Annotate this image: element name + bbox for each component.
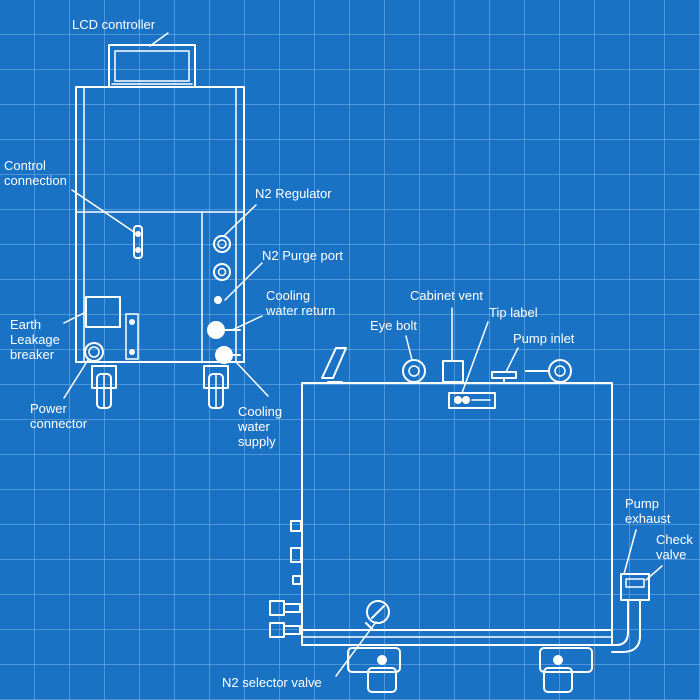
leader-cooling-supply	[235, 361, 269, 397]
side-cabinet-body	[301, 382, 613, 646]
n2-purge-port	[213, 263, 231, 304]
front-view-unit	[75, 44, 245, 409]
label-control-connection: Control connection	[4, 158, 67, 188]
n2-regulator-gauge	[213, 235, 231, 253]
leader-n2-selector	[335, 621, 377, 677]
front-casters	[91, 365, 229, 409]
label-n2-purge-port: N2 Purge port	[262, 248, 343, 263]
leader-lcd	[149, 32, 169, 47]
leader-n2-regulator	[223, 204, 257, 237]
leader-check-valve	[645, 565, 663, 581]
label-n2-regulator: N2 Regulator	[255, 186, 332, 201]
label-power-connector: Power connector	[30, 401, 88, 431]
label-earth-leakage-breaker: Earth Leakage breaker	[10, 317, 60, 362]
leader-lines	[63, 32, 663, 677]
cooling-water-fittings	[207, 321, 241, 364]
label-lcd-controller: LCD controller	[72, 17, 156, 32]
leader-cooling-return	[231, 315, 263, 331]
label-cooling-water-supply: Cooling water supply	[238, 404, 283, 449]
n2-selector-valve	[365, 600, 390, 630]
front-cabinet-body	[75, 86, 245, 363]
leader-earth	[63, 311, 87, 324]
label-eye-bolt: Eye bolt	[370, 318, 417, 333]
label-tip-label: Tip label	[489, 305, 538, 320]
side-casters	[347, 647, 593, 693]
label-pump-exhaust: Pump exhaust	[625, 496, 671, 526]
lcd-controller-shape	[108, 44, 196, 88]
leader-power	[63, 359, 89, 399]
label-pump-inlet: Pump inlet	[513, 331, 575, 346]
tip-label-sticker	[448, 392, 496, 409]
check-valve-assembly	[611, 573, 650, 653]
leader-tip-label	[461, 321, 489, 394]
pump-inlet-flange	[491, 371, 517, 384]
leader-pump-inlet	[505, 347, 519, 373]
side-connectors	[269, 520, 302, 638]
label-cabinet-vent: Cabinet vent	[410, 288, 483, 303]
leader-pump-exhaust	[623, 529, 637, 575]
top-handle	[321, 347, 347, 383]
leader-control	[71, 189, 135, 233]
earth-leakage-breaker-box	[85, 296, 139, 360]
eye-bolt-right	[525, 359, 572, 383]
side-view-unit	[269, 347, 650, 693]
leader-eye-bolt	[405, 335, 413, 361]
label-cooling-water-return: Cooling water return	[266, 288, 336, 318]
control-connection-port	[133, 225, 143, 259]
eye-bolt-left	[402, 359, 426, 383]
power-connector-socket	[84, 342, 104, 362]
cabinet-vent-box	[442, 360, 464, 383]
label-n2-selector-valve: N2 selector valve	[222, 675, 322, 690]
label-check-valve: Check valve	[656, 532, 693, 562]
leader-n2-purge	[224, 262, 263, 301]
